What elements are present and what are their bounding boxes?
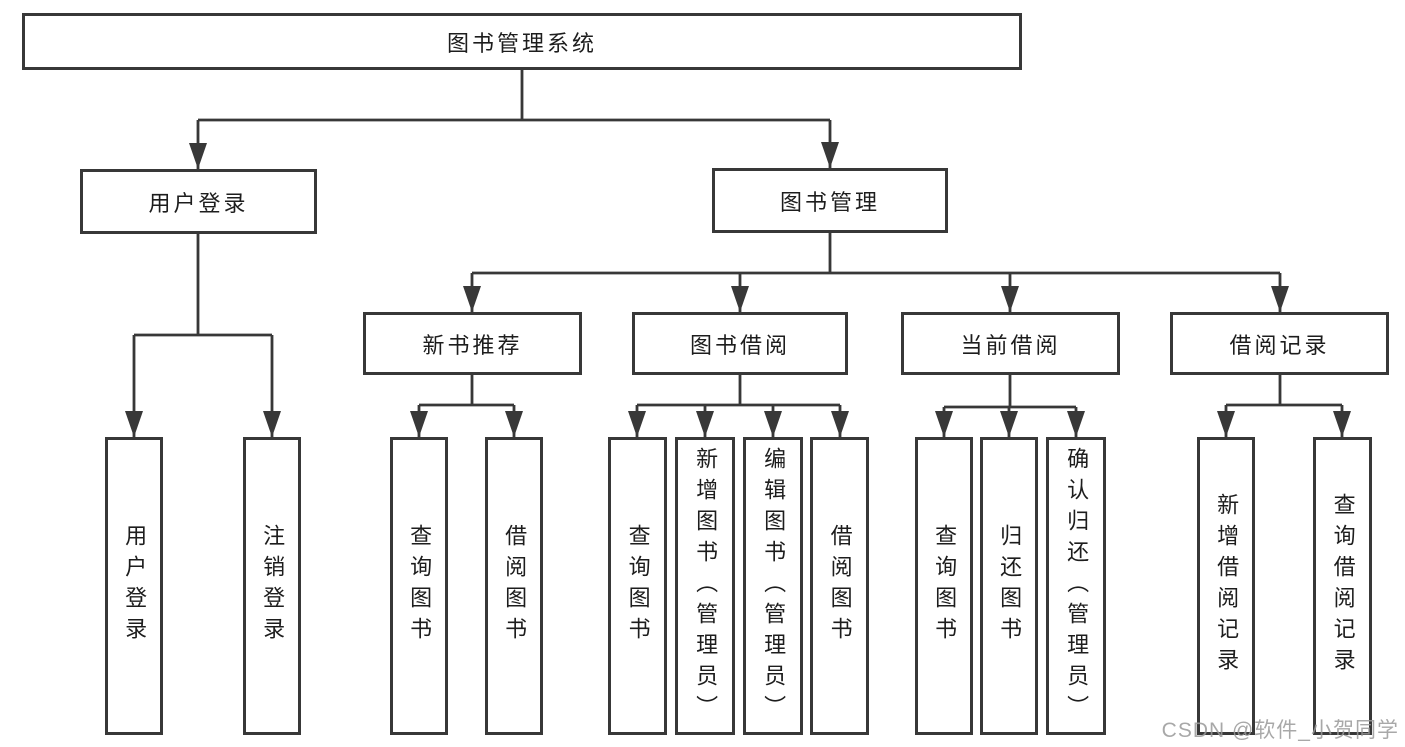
root-node-label: 图书管理系统 (446, 30, 597, 56)
leaf-borrow-query-books-label: 查询图书 (625, 524, 651, 648)
leaf-confirm-return-admin-node: 确认归还（管理员） (1046, 437, 1106, 735)
leaf-borrow-books-label: 借阅图书 (827, 524, 853, 648)
section-book-borrow-label: 图书借阅 (689, 332, 790, 358)
section-current-borrow-node: 当前借阅 (901, 312, 1120, 375)
root-node-library-management-system: 图书管理系统 (22, 13, 1022, 70)
section-new-book-recommend-node: 新书推荐 (363, 312, 582, 375)
leaf-add-borrow-record-label: 新增借阅记录 (1214, 493, 1240, 679)
leaf-logout-label: 注销登录 (260, 524, 286, 648)
leaf-edit-books-admin-node: 编辑图书（管理员） (743, 437, 803, 735)
section-current-borrow-label: 当前借阅 (960, 332, 1061, 358)
leaf-return-books-label: 归还图书 (997, 524, 1023, 648)
branch-user-login-node: 用户登录 (80, 169, 317, 234)
branch-user-login-label: 用户登录 (148, 190, 249, 216)
leaf-edit-books-admin-label: 编辑图书（管理员） (761, 446, 787, 726)
leaf-recommend-query-books-node: 查询图书 (390, 437, 448, 735)
branch-book-management-node: 图书管理 (712, 168, 948, 233)
leaf-recommend-borrow-books-node: 借阅图书 (485, 437, 543, 735)
leaf-query-borrow-record-label: 查询借阅记录 (1330, 493, 1356, 679)
leaf-user-login-label: 用户登录 (122, 524, 148, 648)
leaf-add-books-admin-node: 新增图书（管理员） (675, 437, 735, 735)
leaf-current-query-books-node: 查询图书 (915, 437, 973, 735)
csdn-watermark: CSDN @软件_小贺同学 (1161, 719, 1399, 742)
section-borrow-records-node: 借阅记录 (1170, 312, 1389, 375)
section-new-book-recommend-label: 新书推荐 (422, 332, 523, 358)
leaf-borrow-query-books-node: 查询图书 (608, 437, 667, 735)
leaf-current-query-books-label: 查询图书 (932, 524, 958, 648)
leaf-confirm-return-admin-label: 确认归还（管理员） (1064, 446, 1090, 726)
branch-book-management-label: 图书管理 (779, 189, 880, 215)
section-borrow-records-label: 借阅记录 (1229, 332, 1330, 358)
leaf-query-borrow-record-node: 查询借阅记录 (1313, 437, 1372, 735)
leaf-recommend-query-books-label: 查询图书 (407, 524, 433, 648)
leaf-user-login-node: 用户登录 (105, 437, 163, 735)
leaf-borrow-books-node: 借阅图书 (810, 437, 869, 735)
leaf-logout-node: 注销登录 (243, 437, 301, 735)
leaf-add-borrow-record-node: 新增借阅记录 (1197, 437, 1255, 735)
leaf-add-books-admin-label: 新增图书（管理员） (693, 446, 719, 726)
section-book-borrow-node: 图书借阅 (632, 312, 848, 375)
leaf-recommend-borrow-books-label: 借阅图书 (502, 524, 528, 648)
leaf-return-books-node: 归还图书 (980, 437, 1038, 735)
